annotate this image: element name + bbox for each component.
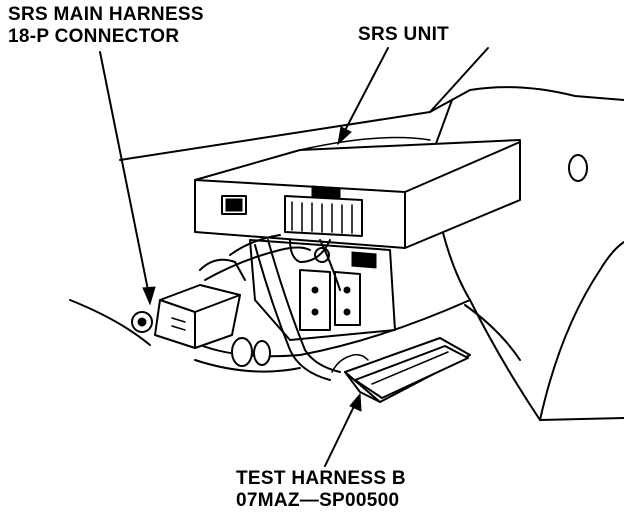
leader-lines: [99, 47, 389, 467]
callout-test-harness-line1: TEST HARNESS B: [236, 468, 406, 489]
srs-unit-box: [194, 136, 521, 249]
callout-test-harness-line2: 07MAZ—SP00500: [236, 490, 400, 511]
callout-main-harness-line1: SRS MAIN HARNESS: [8, 4, 204, 25]
test-harness-connector: [331, 337, 471, 403]
main-harness-connector: [131, 258, 246, 349]
callout-srs-unit: SRS UNIT: [358, 24, 450, 45]
harness-wires: [194, 234, 341, 381]
callout-main-harness: SRS MAIN HARNESS 18-P CONNECTOR: [8, 4, 204, 48]
mount-bracket: [249, 239, 396, 341]
callout-main-harness-line2: 18-P CONNECTOR: [8, 26, 180, 47]
callout-test-harness: TEST HARNESS B 07MAZ—SP00500: [236, 468, 406, 512]
